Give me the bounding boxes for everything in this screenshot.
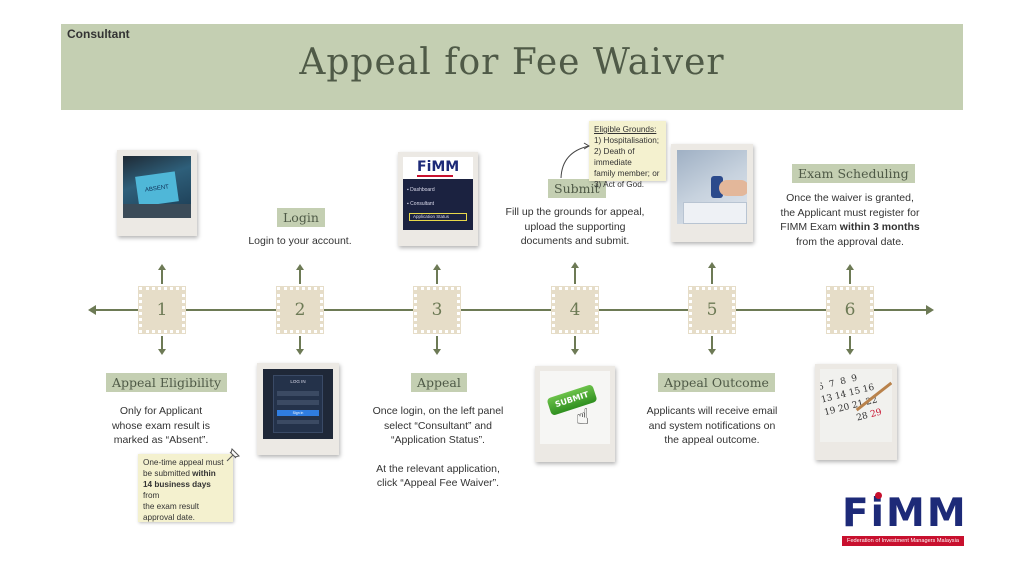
- step-2-number: 2: [276, 286, 324, 334]
- arrow-up-icon: [708, 262, 716, 268]
- step-2-label: Login: [277, 208, 325, 227]
- connector-down-5: [711, 336, 713, 350]
- arrow-down-icon: [846, 349, 854, 355]
- header-banner: Consultant Appeal for Fee Waiver: [61, 24, 963, 110]
- connector-up-4: [574, 266, 576, 284]
- sticky-note: ABSENT: [135, 171, 179, 207]
- step-1-description: Only for Applicant whose exam result is …: [111, 405, 211, 446]
- page-title: Appeal for Fee Waiver: [299, 42, 725, 83]
- fimm-logo: FiMM Federation of Investment Managers M…: [842, 491, 968, 546]
- connector-down-4: [574, 336, 576, 350]
- arrow-up-icon: [846, 264, 854, 270]
- connector-up-6: [849, 268, 851, 284]
- connector-up-1: [161, 268, 163, 284]
- step-3-description: Once login, on the left panel select “Co…: [372, 405, 504, 489]
- menu-dashboard: ▪ Dashboard: [407, 187, 435, 193]
- note-eligible-grounds: Eligible Grounds: 1) Hospitalisation; 2)…: [589, 121, 666, 189]
- timeline-left-arrow-icon: [88, 305, 96, 315]
- step-2-description: Login to your account.: [248, 235, 352, 247]
- menu-consultant: ▪ Consultant: [407, 201, 435, 207]
- arrow-down-icon: [571, 349, 579, 355]
- step-4-number: 4: [551, 286, 599, 334]
- timeline-right-arrow-icon: [926, 305, 934, 315]
- photo-calendar: 6 7 8 9 13 14 15 16 19 20 21 22 28 29: [815, 364, 897, 460]
- step-5-label: Appeal Outcome: [658, 373, 775, 392]
- photo-portal-menu: FiMM ▪ Dashboard ▪ Consultant Applicatio…: [398, 152, 478, 246]
- step-6-label: Exam Scheduling: [792, 164, 915, 183]
- curved-arrow-icon: [560, 142, 590, 179]
- connector-down-1: [161, 336, 163, 350]
- arrow-down-icon: [708, 349, 716, 355]
- photo-login-screen: LOG IN Sign in: [257, 363, 339, 455]
- step-6-number: 6: [826, 286, 874, 334]
- connector-down-6: [849, 336, 851, 350]
- photo-absent-note: ABSENT: [117, 150, 197, 236]
- arrow-down-icon: [296, 349, 304, 355]
- connector-down-3: [436, 336, 438, 350]
- arrow-up-icon: [433, 264, 441, 270]
- arrow-up-icon: [158, 264, 166, 270]
- photo-stamp: [671, 144, 753, 242]
- step-4-description: Fill up the grounds for appeal, upload t…: [505, 206, 645, 247]
- arrow-up-icon: [296, 264, 304, 270]
- note-appeal-deadline: One-time appeal must be submitted within…: [138, 454, 233, 522]
- step-5-number: 5: [688, 286, 736, 334]
- step-3-number: 3: [413, 286, 461, 334]
- hand-cursor-icon: ☝: [576, 405, 590, 430]
- arrow-up-icon: [571, 262, 579, 268]
- photo-submit-button: SUBMIT ☝: [535, 366, 615, 462]
- timeline-line: [94, 309, 930, 311]
- arrow-down-icon: [158, 349, 166, 355]
- arrow-down-icon: [433, 349, 441, 355]
- step-6-description: Once the waiver is granted, the Applican…: [780, 192, 920, 248]
- pushpin-icon: [226, 448, 240, 462]
- step-5-description: Applicants will receive email and system…: [646, 405, 778, 446]
- step-1-number: 1: [138, 286, 186, 334]
- step-1-label: Appeal Eligibility: [106, 373, 228, 392]
- connector-up-3: [436, 268, 438, 284]
- connector-up-2: [299, 268, 301, 284]
- step-4-label: Submit: [548, 179, 606, 198]
- connector-up-5: [711, 266, 713, 284]
- menu-application-status: Application Status: [409, 213, 467, 221]
- section-tag: Consultant: [67, 27, 130, 41]
- connector-down-2: [299, 336, 301, 350]
- step-3-label: Appeal: [411, 373, 467, 392]
